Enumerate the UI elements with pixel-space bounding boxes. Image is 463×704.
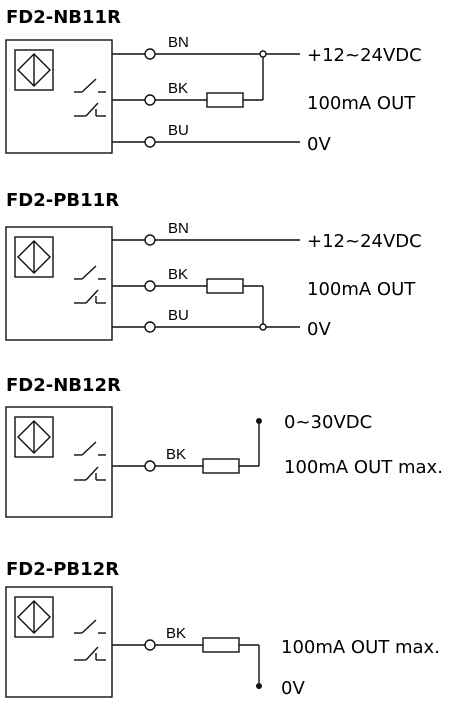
supply-node xyxy=(256,418,262,424)
bn-terminal xyxy=(144,234,156,246)
load-label: 100mA OUT xyxy=(307,279,416,300)
no-switch-icon xyxy=(74,619,106,634)
junction-node xyxy=(259,50,267,58)
proximity-sensor-icon xyxy=(14,49,54,91)
model-title: FD2-PB12R xyxy=(6,559,119,580)
bu-label: BU xyxy=(168,122,189,139)
load-label: 100mA OUT xyxy=(307,93,416,114)
load-resistor xyxy=(206,92,244,108)
junction-node xyxy=(259,323,267,331)
bk-terminal xyxy=(144,639,156,651)
load-resistor xyxy=(202,458,240,474)
sensor-housing xyxy=(5,406,113,518)
bn-label: BN xyxy=(168,34,189,51)
bk-label: BK xyxy=(166,446,186,463)
bk-terminal xyxy=(144,280,156,292)
bk-label: BK xyxy=(168,80,188,97)
nc-switch-icon xyxy=(74,646,106,661)
diagram-fd2-pb12r: FD2-PB12R BK 100mA OUT max. 0V xyxy=(5,559,440,699)
model-title: FD2-PB11R xyxy=(6,190,119,211)
nc-switch-icon xyxy=(74,102,106,117)
bu-label: BU xyxy=(168,307,189,324)
ground-label: 0V xyxy=(281,678,305,699)
bn-label: BN xyxy=(168,220,189,237)
no-switch-icon xyxy=(74,78,106,93)
ground-node xyxy=(256,683,262,689)
supply-label: +12~24VDC xyxy=(307,45,422,66)
load-resistor xyxy=(206,278,244,294)
sensor-housing xyxy=(5,586,113,698)
load-label: 100mA OUT max. xyxy=(281,637,440,658)
diagram-fd2-pb11r: FD2-PB11R BN +12~24VDC BK xyxy=(5,190,422,341)
bk-label: BK xyxy=(168,266,188,283)
proximity-sensor-icon xyxy=(14,416,54,458)
ground-label: 0V xyxy=(307,134,331,155)
bk-terminal xyxy=(144,460,156,472)
sensor-housing xyxy=(5,226,113,341)
bu-terminal xyxy=(144,136,156,148)
bk-label: BK xyxy=(166,625,186,642)
sensor-housing xyxy=(5,39,113,154)
ground-label: 0V xyxy=(307,319,331,340)
nc-switch-icon xyxy=(74,289,106,304)
no-switch-icon xyxy=(74,265,106,280)
supply-label: 0~30VDC xyxy=(284,412,372,433)
diagram-fd2-nb11r: FD2-NB11R BN +12~24VDC xyxy=(5,7,422,155)
model-title: FD2-NB12R xyxy=(6,375,121,396)
nc-switch-icon xyxy=(74,466,106,481)
bk-terminal xyxy=(144,94,156,106)
load-label: 100mA OUT max. xyxy=(284,457,443,478)
bn-terminal xyxy=(144,48,156,60)
proximity-sensor-icon xyxy=(14,236,54,278)
proximity-sensor-icon xyxy=(14,596,54,638)
load-resistor xyxy=(202,637,240,653)
supply-label: +12~24VDC xyxy=(307,231,422,252)
model-title: FD2-NB11R xyxy=(6,7,121,28)
no-switch-icon xyxy=(74,441,106,456)
diagram-fd2-nb12r: FD2-NB12R BK 0~30VDC 100mA OUT max. xyxy=(5,375,443,518)
bu-terminal xyxy=(144,321,156,333)
